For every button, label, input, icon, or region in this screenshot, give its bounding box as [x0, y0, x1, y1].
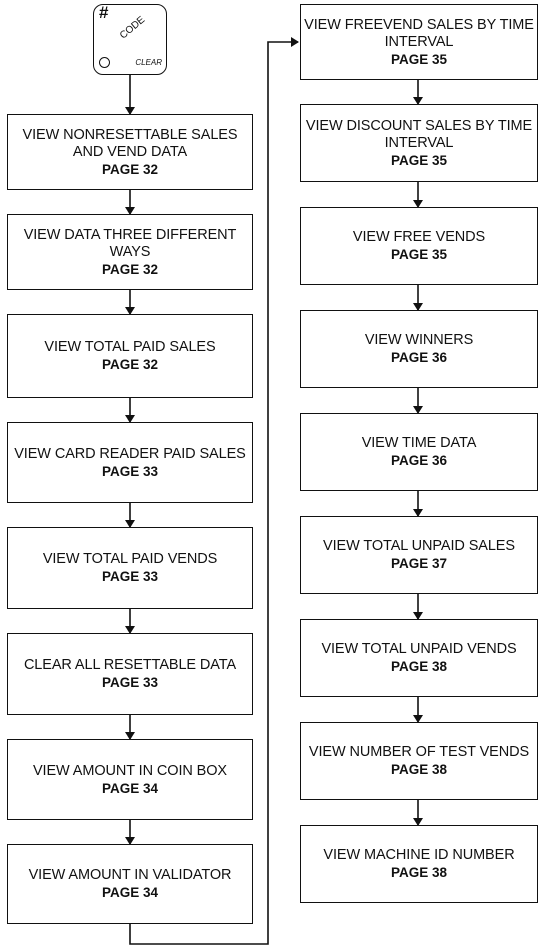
flow-step-winners: VIEW WINNERS PAGE 36 [300, 310, 538, 388]
keypad-code-key-icon: # CODE CLEAR [93, 3, 167, 75]
step-label: VIEW FREE VENDS [352, 229, 486, 245]
step-label: VIEW TOTAL PAID VENDS [42, 551, 218, 567]
flow-step-clear-resettable-data: CLEAR ALL RESETTABLE DATA PAGE 33 [7, 633, 253, 715]
step-label: VIEW TOTAL UNPAID VENDS [321, 641, 517, 657]
step-page-ref: PAGE 35 [390, 152, 448, 168]
flow-step-time-data: VIEW TIME DATA PAGE 36 [300, 413, 538, 491]
step-page-ref: PAGE 37 [390, 556, 448, 571]
step-page-ref: PAGE 34 [101, 780, 159, 796]
step-label: VIEW CARD READER PAID SALES [14, 445, 246, 462]
flow-step-freevend-sales: VIEW FREEVEND SALES BY TIME INTERVAL PAG… [300, 4, 538, 80]
step-page-ref: PAGE 33 [101, 569, 159, 584]
flow-step-card-reader-paid-sales: VIEW CARD READER PAID SALES PAGE 33 [7, 422, 253, 503]
step-page-ref: PAGE 38 [390, 659, 448, 674]
step-page-ref: PAGE 35 [390, 247, 448, 262]
step-label: VIEW TOTAL UNPAID SALES [323, 538, 515, 554]
step-page-ref: PAGE 32 [101, 161, 159, 177]
step-page-ref: PAGE 32 [101, 261, 159, 277]
clear-key-label: CLEAR [135, 58, 162, 67]
flow-step-amount-in-coin-box: VIEW AMOUNT IN COIN BOX PAGE 34 [7, 739, 253, 820]
step-page-ref: PAGE 35 [390, 51, 448, 67]
flow-step-machine-id: VIEW MACHINE ID NUMBER PAGE 38 [300, 825, 538, 903]
step-label: VIEW DISCOUNT SALES BY TIME INTERVAL [305, 117, 533, 151]
step-page-ref: PAGE 36 [390, 453, 448, 468]
step-label: VIEW TOTAL PAID SALES [44, 339, 216, 355]
code-key-label: CODE [118, 14, 148, 42]
step-page-ref: PAGE 33 [101, 675, 159, 690]
step-label: VIEW NONRESETTABLE SALES AND VEND DATA [22, 126, 238, 160]
flow-step-discount-sales: VIEW DISCOUNT SALES BY TIME INTERVAL PAG… [300, 104, 538, 182]
flow-step-amount-in-validator: VIEW AMOUNT IN VALIDATOR PAGE 34 [7, 844, 253, 924]
flow-step-total-paid-vends: VIEW TOTAL PAID VENDS PAGE 33 [7, 527, 253, 609]
flow-step-total-paid-sales: VIEW TOTAL PAID SALES PAGE 32 [7, 314, 253, 398]
step-page-ref: PAGE 32 [101, 357, 159, 372]
connector-left-to-right-column [129, 37, 299, 945]
step-label: VIEW TIME DATA [361, 435, 477, 451]
indicator-circle-icon [99, 57, 110, 68]
step-label: CLEAR ALL RESETTABLE DATA [23, 657, 237, 673]
step-page-ref: PAGE 34 [101, 885, 159, 900]
flow-step-view-data-three-ways: VIEW DATA THREE DIFFERENT WAYS PAGE 32 [7, 214, 253, 290]
step-label: VIEW WINNERS [364, 332, 474, 348]
step-label: VIEW MACHINE ID NUMBER [323, 847, 515, 863]
step-page-ref: PAGE 38 [390, 762, 448, 777]
flow-step-total-unpaid-vends: VIEW TOTAL UNPAID VENDS PAGE 38 [300, 619, 538, 697]
step-page-ref: PAGE 36 [390, 350, 448, 365]
step-label: VIEW NUMBER OF TEST VENDS [308, 744, 530, 760]
step-label: VIEW FREEVEND SALES BY TIME INTERVAL [304, 16, 534, 50]
hash-symbol: # [99, 3, 109, 22]
flow-step-test-vends: VIEW NUMBER OF TEST VENDS PAGE 38 [300, 722, 538, 800]
flow-step-total-unpaid-sales: VIEW TOTAL UNPAID SALES PAGE 37 [300, 516, 538, 594]
flow-step-free-vends: VIEW FREE VENDS PAGE 35 [300, 207, 538, 285]
flow-step-nonresettable-sales: VIEW NONRESETTABLE SALES AND VEND DATA P… [7, 114, 253, 190]
step-page-ref: PAGE 33 [101, 463, 159, 479]
step-label: VIEW AMOUNT IN VALIDATOR [28, 867, 232, 883]
step-label: VIEW AMOUNT IN COIN BOX [32, 762, 227, 779]
step-label: VIEW DATA THREE DIFFERENT WAYS [23, 226, 237, 260]
step-page-ref: PAGE 38 [390, 865, 448, 880]
